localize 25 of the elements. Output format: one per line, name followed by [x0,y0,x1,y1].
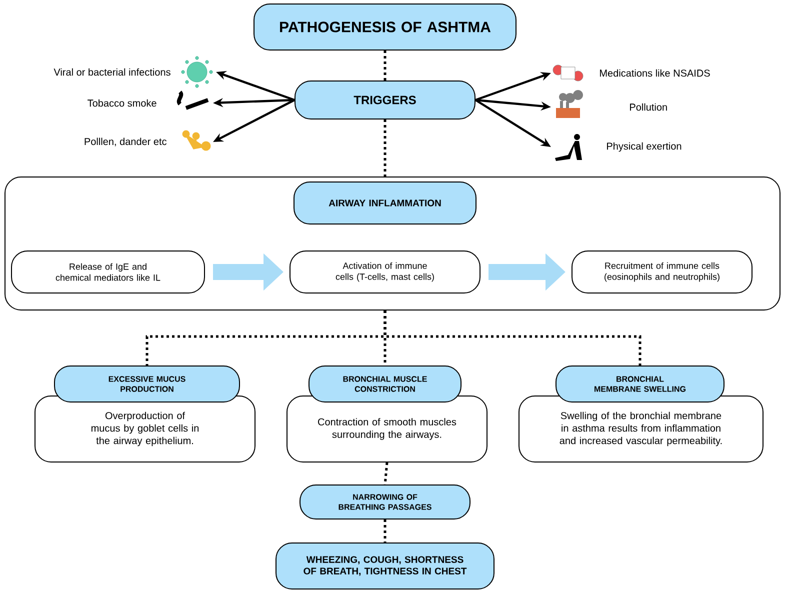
heading-box: EXCESSIVE MUCUS PRODUCTION [54,366,240,402]
heading-box: BRONCHIAL MEMBRANE SWELLING [556,366,724,402]
heading-box: WHEEZING, COUGH, SHORTNESS OF BREATH, TIGHTNESS IN CHEST [276,542,494,590]
process-box: Swelling of the bronchial membrane in asthma results from inflammation and increased vascular permeability. [518,396,764,462]
process-box: Contraction of smooth muscles surrounding the airways. [286,396,488,462]
heading-box: TRIGGERS [294,80,476,120]
connector-line [384,120,386,176]
connector-line [384,310,642,366]
trigger-label: Medications like NSAIDS [600,69,710,77]
connector-line [384,520,386,542]
title-box: PATHOGENESIS OF ASHTMA [254,4,516,50]
panel-frame [4,176,780,310]
heading-box: BRONCHIAL MUSCLE CONSTRICTION [308,366,462,402]
process-box: Release of IgE and chemical mediators like IL [11,250,205,294]
process-box: Overproduction of mucus by goblet cells in the airway epithelium. [34,396,256,462]
process-box: Activation of immune cells (T-cells, mast cells) [290,250,480,294]
trigger-label: Physical exertion [607,142,682,152]
trigger-label: Viral or bacterial infections [54,68,170,76]
process-box: Recruitment of immune cells (eosinophils and neutrophils) [572,250,752,294]
trigger-label: Polllen, dander etc [84,138,167,146]
trigger-label: Pollution [630,103,667,111]
heading-box: NARROWING OF BREATHING PASSAGES [300,484,470,520]
connector-line [384,50,386,80]
heading-box: AIRWAY INFLAMMATION [294,182,476,224]
trigger-label: Tobacco smoke [88,99,156,107]
